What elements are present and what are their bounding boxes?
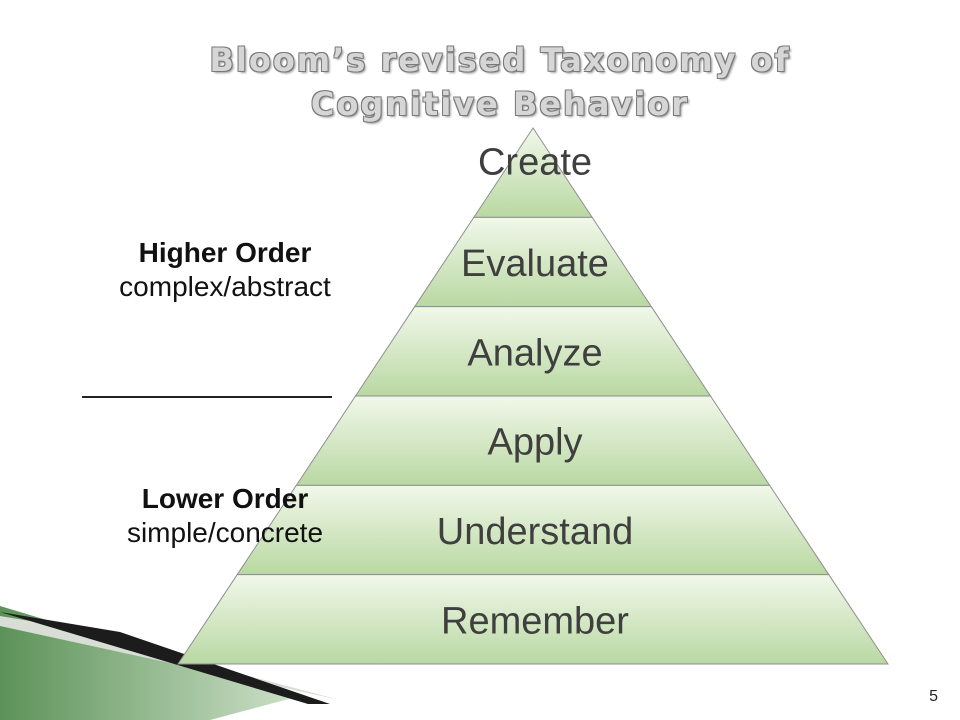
pyramid-label-apply: Apply <box>487 422 582 464</box>
pyramid-band-remember <box>177 574 889 665</box>
slide-title: Bloom’s revised Taxonomy of Cognitive Be… <box>180 38 820 126</box>
pyramid-label-understand: Understand <box>437 511 633 553</box>
lower-order-subtext: simple/concrete <box>126 517 324 548</box>
title-line-1: Bloom’s revised Taxonomy of <box>209 41 791 79</box>
pyramid-label-remember: Remember <box>441 600 629 642</box>
page-number: 5 <box>929 688 938 705</box>
higher-order-label: Higher Order complex/abstract <box>30 236 420 304</box>
lower-order-heading: Lower Order <box>141 483 309 514</box>
higher-order-heading: Higher Order <box>138 237 312 268</box>
pyramid-label-analyze: Analyze <box>467 332 602 374</box>
higher-order-subtext: complex/abstract <box>119 271 331 302</box>
decorative-dark-swoosh <box>0 612 330 704</box>
pyramid-label-evaluate: Evaluate <box>461 243 609 285</box>
order-divider-line <box>82 396 332 398</box>
lower-order-label: Lower Order simple/concrete <box>30 482 420 550</box>
pyramid-label-create: Create <box>478 142 592 184</box>
title-line-2: Cognitive Behavior <box>310 85 690 123</box>
